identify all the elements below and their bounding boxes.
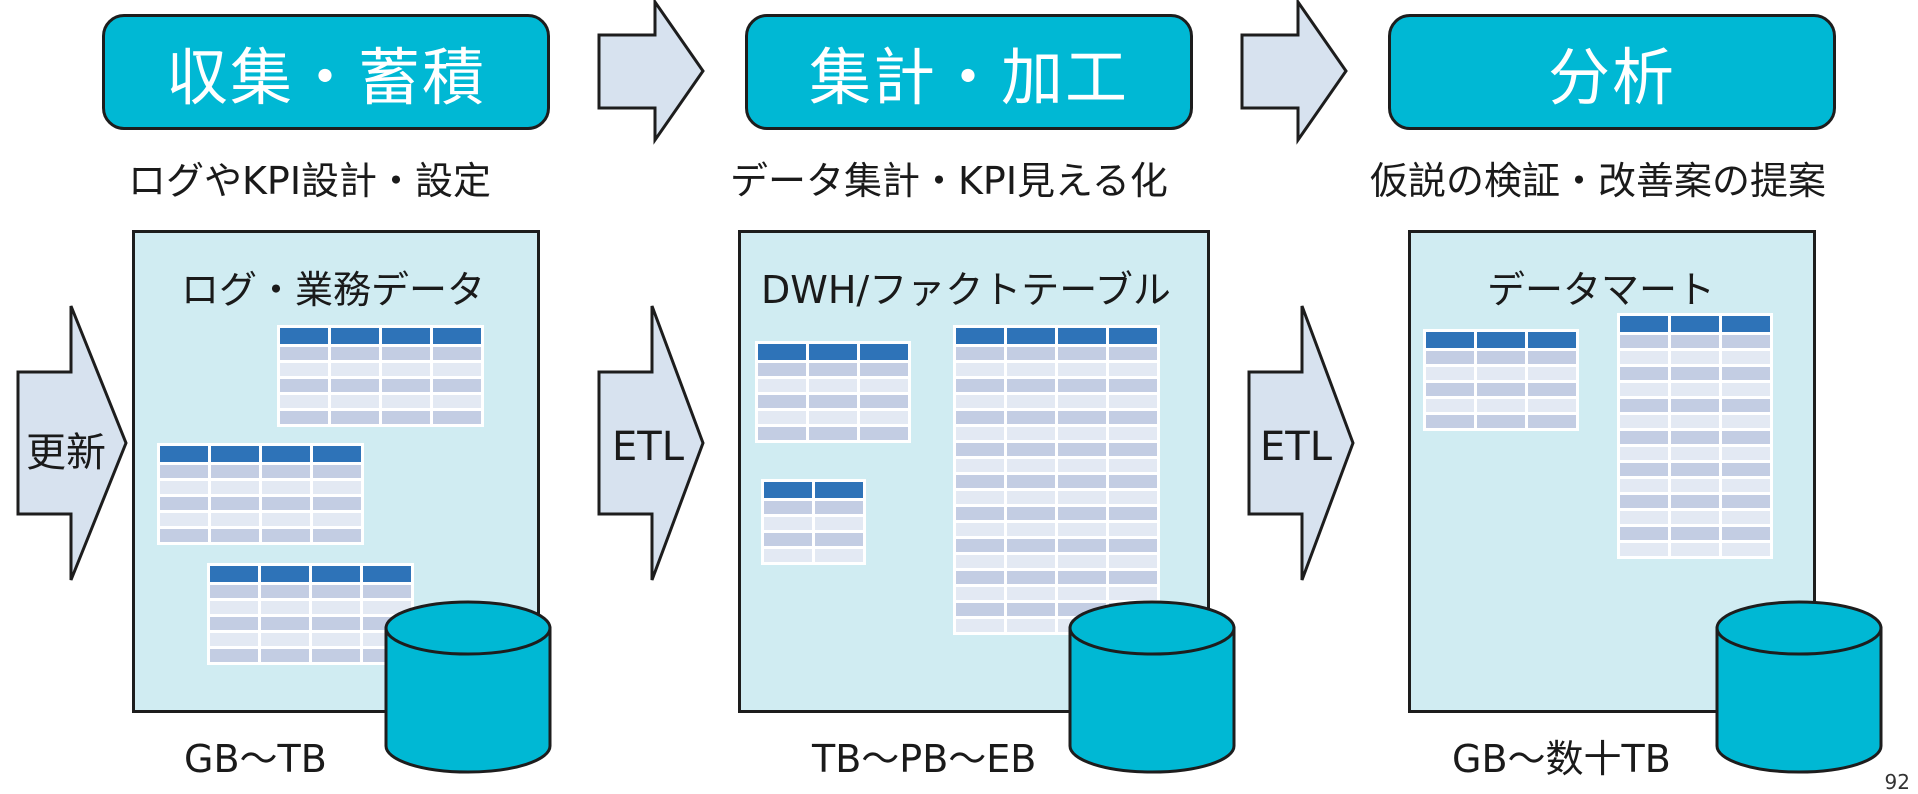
stage-subtitle-collect: ログやKPI設計・設定 [128, 159, 492, 203]
panel-title: ログ・業務データ [181, 268, 486, 312]
volume-caption-collect: GB〜TB [184, 737, 327, 781]
update-arrow [16, 305, 128, 581]
etl-arrow-1 [597, 305, 705, 581]
volume-caption-analyze: GB〜数十TB [1452, 737, 1671, 781]
etl-arrow-1-label: ETL [612, 424, 684, 470]
data-table [953, 325, 1160, 639]
data-table [1423, 329, 1579, 435]
stage-header-analyze: 分析 [1388, 14, 1836, 130]
data-table [277, 325, 484, 431]
stage-subtitle-aggregate: データ集計・KPI見える化 [730, 159, 1168, 203]
data-table [761, 479, 866, 569]
process-arrow-1 [597, 0, 705, 145]
process-arrow-2 [1240, 0, 1348, 145]
database-cylinder-icon [384, 600, 552, 774]
database-cylinder-icon [1068, 600, 1236, 774]
data-table [755, 341, 911, 447]
panel-data-mart: データマート [1408, 230, 1816, 713]
data-table [1617, 313, 1773, 563]
stage-subtitle-analyze: 仮説の検証・改善案の提案 [1370, 159, 1827, 203]
panel-log-business-data: ログ・業務データ [132, 230, 540, 713]
volume-caption-aggregate: TB〜PB〜EB [812, 737, 1037, 781]
page-number: 92 [1884, 770, 1910, 794]
stage-header-collect: 収集・蓄積 [102, 14, 550, 130]
data-table [157, 443, 364, 549]
stage-header-aggregate: 集計・加工 [745, 14, 1193, 130]
panel-dwh-fact-table: DWH/ファクトテーブル [738, 230, 1210, 713]
update-arrow-label: 更新 [26, 430, 106, 476]
panel-title: データマート [1487, 268, 1716, 312]
data-table [207, 563, 414, 669]
database-cylinder-icon [1715, 600, 1883, 774]
etl-arrow-2-label: ETL [1260, 424, 1332, 470]
panel-title: DWH/ファクトテーブル [761, 268, 1171, 312]
etl-arrow-2 [1247, 305, 1355, 581]
